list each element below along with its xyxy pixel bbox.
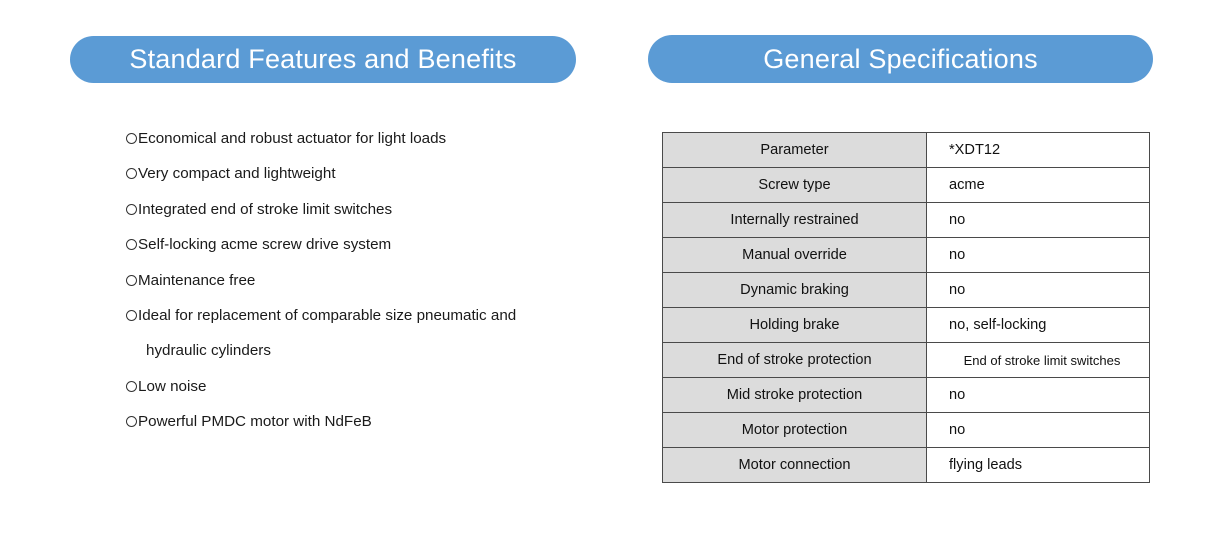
feature-list-item-label: hydraulic cylinders	[146, 342, 271, 360]
specs-parameter-cell: Motor connection	[662, 447, 927, 483]
specs-value-cell: End of stroke limit switches	[926, 342, 1150, 378]
circle-outline-icon	[126, 203, 137, 215]
specs-parameter-cell: Parameter	[662, 132, 927, 168]
feature-list-item-label: Self-locking acme screw drive system	[138, 236, 392, 254]
specs-parameter-cell: Manual override	[662, 237, 927, 273]
feature-list-item: Maintenance free	[126, 270, 596, 305]
specs-value-cell: no, self-locking	[926, 307, 1150, 343]
feature-list-item-label: Economical and robust actuator for light…	[138, 130, 447, 147]
feature-list-item-label: Powerful PMDC motor with NdFeB	[138, 413, 372, 431]
specs-parameter-cell: Motor protection	[662, 412, 927, 448]
specs-value-cell: no	[926, 272, 1150, 308]
specs-value-cell: flying leads	[926, 447, 1150, 483]
specs-value-cell: *XDT12	[926, 132, 1150, 168]
specifications-section-banner: General Specifications	[648, 35, 1153, 83]
specs-parameter-cell: Screw type	[662, 167, 927, 203]
feature-list-item-label: Integrated end of stroke limit switches	[138, 200, 393, 218]
features-section-banner: Standard Features and Benefits	[70, 36, 576, 83]
specs-value-cell: no	[926, 202, 1150, 238]
specs-banner-title: General Specifications	[763, 43, 1038, 74]
feature-list-item-label: Maintenance free	[138, 271, 256, 289]
specs-parameter-cell: Dynamic braking	[662, 272, 927, 308]
feature-list-item: Integrated end of stroke limit switches	[126, 199, 596, 234]
specs-parameter-cell: Internally restrained	[662, 202, 927, 238]
specs-value-cell: no	[926, 412, 1150, 448]
feature-list-item: Self-locking acme screw drive system	[126, 234, 596, 269]
circle-outline-icon	[126, 380, 137, 392]
feature-list-item: Ideal for replacement of comparable size…	[126, 305, 596, 340]
features-list: Economical and robust actuator for light…	[126, 128, 596, 447]
features-banner-title: Standard Features and Benefits	[129, 44, 517, 74]
feature-list-item: Low noise	[126, 376, 596, 411]
circle-outline-icon	[126, 309, 137, 321]
feature-list-item-label: Low noise	[138, 377, 207, 395]
feature-list-item: Economical and robust actuator for light…	[126, 128, 596, 163]
specs-parameter-cell: Mid stroke protection	[662, 377, 927, 413]
specs-parameter-cell: Holding brake	[662, 307, 927, 343]
specs-value-cell: no	[926, 237, 1150, 273]
feature-list-item-label: Very compact and lightweight	[138, 165, 336, 183]
feature-list-item-label: Ideal for replacement of comparable size…	[138, 306, 517, 324]
circle-outline-icon	[126, 239, 137, 251]
specs-value-cell: no	[926, 377, 1150, 413]
circle-outline-icon	[126, 274, 137, 286]
specs-value-cell: acme	[926, 167, 1150, 203]
feature-list-item: Powerful PMDC motor with NdFeB	[126, 411, 596, 446]
circle-outline-icon	[126, 168, 137, 180]
circle-outline-icon	[126, 416, 137, 428]
specs-parameter-cell: End of stroke protection	[662, 342, 927, 378]
feature-list-item: hydraulic cylinders	[126, 340, 596, 375]
circle-outline-icon	[126, 133, 137, 144]
specs-table-row: Parameter*XDT12	[662, 132, 1150, 168]
feature-list-item: Very compact and lightweight	[126, 163, 596, 198]
